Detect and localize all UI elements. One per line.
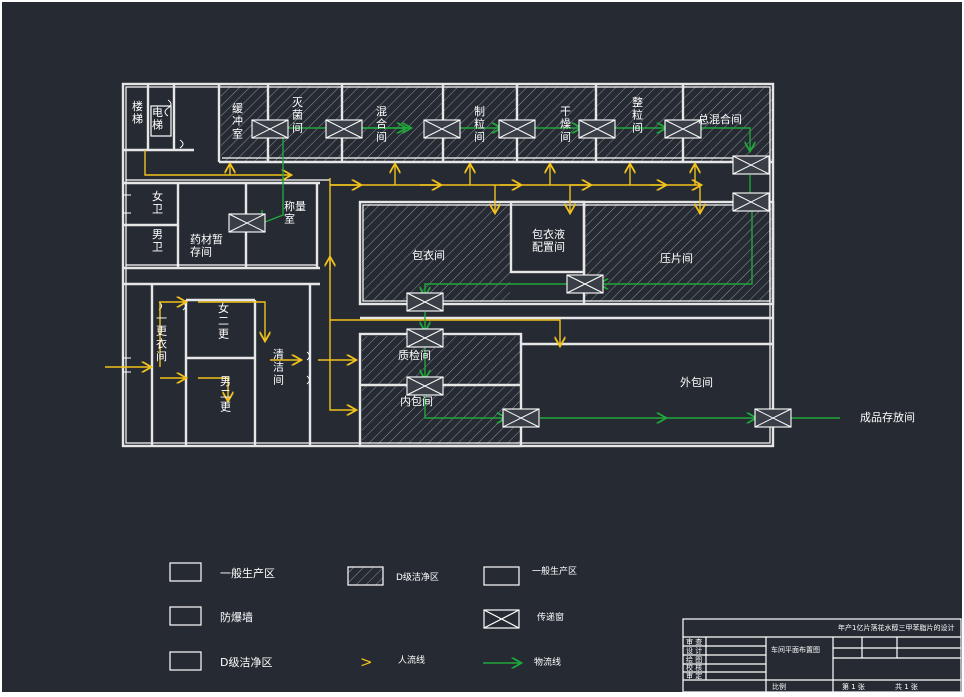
pass-boxes — [228, 119, 792, 428]
room-female-wc: 女卫 — [152, 189, 163, 216]
title-sheet: 第 1 张 — [842, 682, 865, 691]
title-project: 年产1亿片落花水醇三甲苯脂片的设计 — [838, 623, 954, 632]
title-scale-label: 比例 — [772, 682, 786, 691]
title-role-4: 校 核 — [686, 663, 702, 672]
room-coating: 包衣间 — [412, 248, 445, 262]
title-role-3: 绘 图 — [686, 655, 702, 664]
room-mix: 混合间 — [376, 105, 387, 143]
legend-people-flow: 人流线 — [398, 654, 425, 666]
pass-box-icon — [732, 155, 770, 175]
room-outer-pack: 外包间 — [680, 376, 713, 389]
pass-box-icon — [732, 192, 770, 212]
pass-box-icon — [325, 119, 363, 139]
legend-general-area: 一般生产区 — [220, 566, 275, 580]
pass-box-icon — [502, 408, 540, 428]
legend-material-flow: 物流线 — [534, 656, 561, 668]
room-female-change2: 女二更 — [218, 301, 229, 340]
pass-box-icon — [423, 119, 461, 139]
room-male-change2: 男二更 — [220, 375, 231, 413]
pass-box-icon — [406, 292, 444, 312]
room-labels: 楼梯 电梯 缓冲室 灭菌间 混合间 制粒间 干燥间 整粒间 总混合间 女卫 男卫… — [132, 95, 915, 424]
legend-pass-box-symbol — [483, 609, 520, 629]
pass-box-icon — [406, 328, 444, 348]
room-stairs: 楼梯 — [132, 99, 143, 126]
title-total: 共 1 张 — [895, 682, 918, 691]
room-inner-pack: 内包间 — [400, 394, 433, 408]
pass-box-icon — [228, 213, 266, 233]
pass-box-icon — [498, 119, 536, 139]
room-dry: 干燥间 — [560, 105, 571, 143]
room-coating-prep: 包衣液配置间 — [532, 227, 565, 254]
pass-box-icon — [754, 408, 792, 428]
pass-box-icon — [664, 119, 702, 139]
room-elevator: 电梯 — [152, 106, 163, 132]
room-tablet-press: 压片间 — [660, 252, 693, 265]
room-finished-store: 成品存放间 — [860, 410, 915, 424]
legend-pass-box: 传递窗 — [537, 611, 564, 623]
pass-box-icon — [406, 376, 444, 396]
pass-box-icon — [578, 119, 616, 139]
room-change1: 一更衣间 — [156, 312, 167, 363]
door-symbols — [123, 99, 310, 385]
legend-d-clean-area: D级洁净区 — [220, 655, 272, 669]
title-role-1: 审 查 — [686, 637, 702, 646]
legend-general-area-2: 一般生产区 — [532, 565, 577, 577]
room-sterilize: 灭菌间 — [292, 96, 303, 134]
room-herb-store: 药材暂存间 — [190, 232, 223, 259]
room-buffer: 缓冲室 — [232, 102, 243, 140]
pass-box-icon — [251, 119, 289, 139]
title-role-5: 审 定 — [686, 671, 702, 680]
room-weigh: 称量室 — [284, 199, 306, 226]
room-total-mix: 总混合间 — [698, 112, 742, 126]
pass-box-icon — [566, 274, 604, 294]
people-flow-lines — [105, 150, 700, 410]
legend: 一般生产区 防爆墙 D级洁净区 D级洁净区 > 人流线 一般生产区 传递窗 物流… — [169, 562, 577, 671]
title-role-2: 设 计 — [686, 646, 702, 655]
legend-people-flow-symbol: > — [360, 653, 373, 671]
room-qc: 质检间 — [398, 348, 431, 362]
room-male-wc: 男卫 — [152, 228, 163, 254]
title-drawing: 车间平面布置图 — [771, 645, 820, 654]
legend-d-clean-hatched: D级洁净区 — [396, 571, 439, 583]
title-block: 年产1亿片落花水醇三甲苯脂片的设计 车间平面布置图 审 查 设 计 绘 图 校 … — [682, 618, 962, 693]
room-sizing: 整粒间 — [632, 95, 643, 134]
room-clean: 清洁间 — [273, 348, 284, 386]
room-granulate: 制粒间 — [474, 105, 485, 143]
legend-blast-wall: 防爆墙 — [220, 610, 253, 624]
